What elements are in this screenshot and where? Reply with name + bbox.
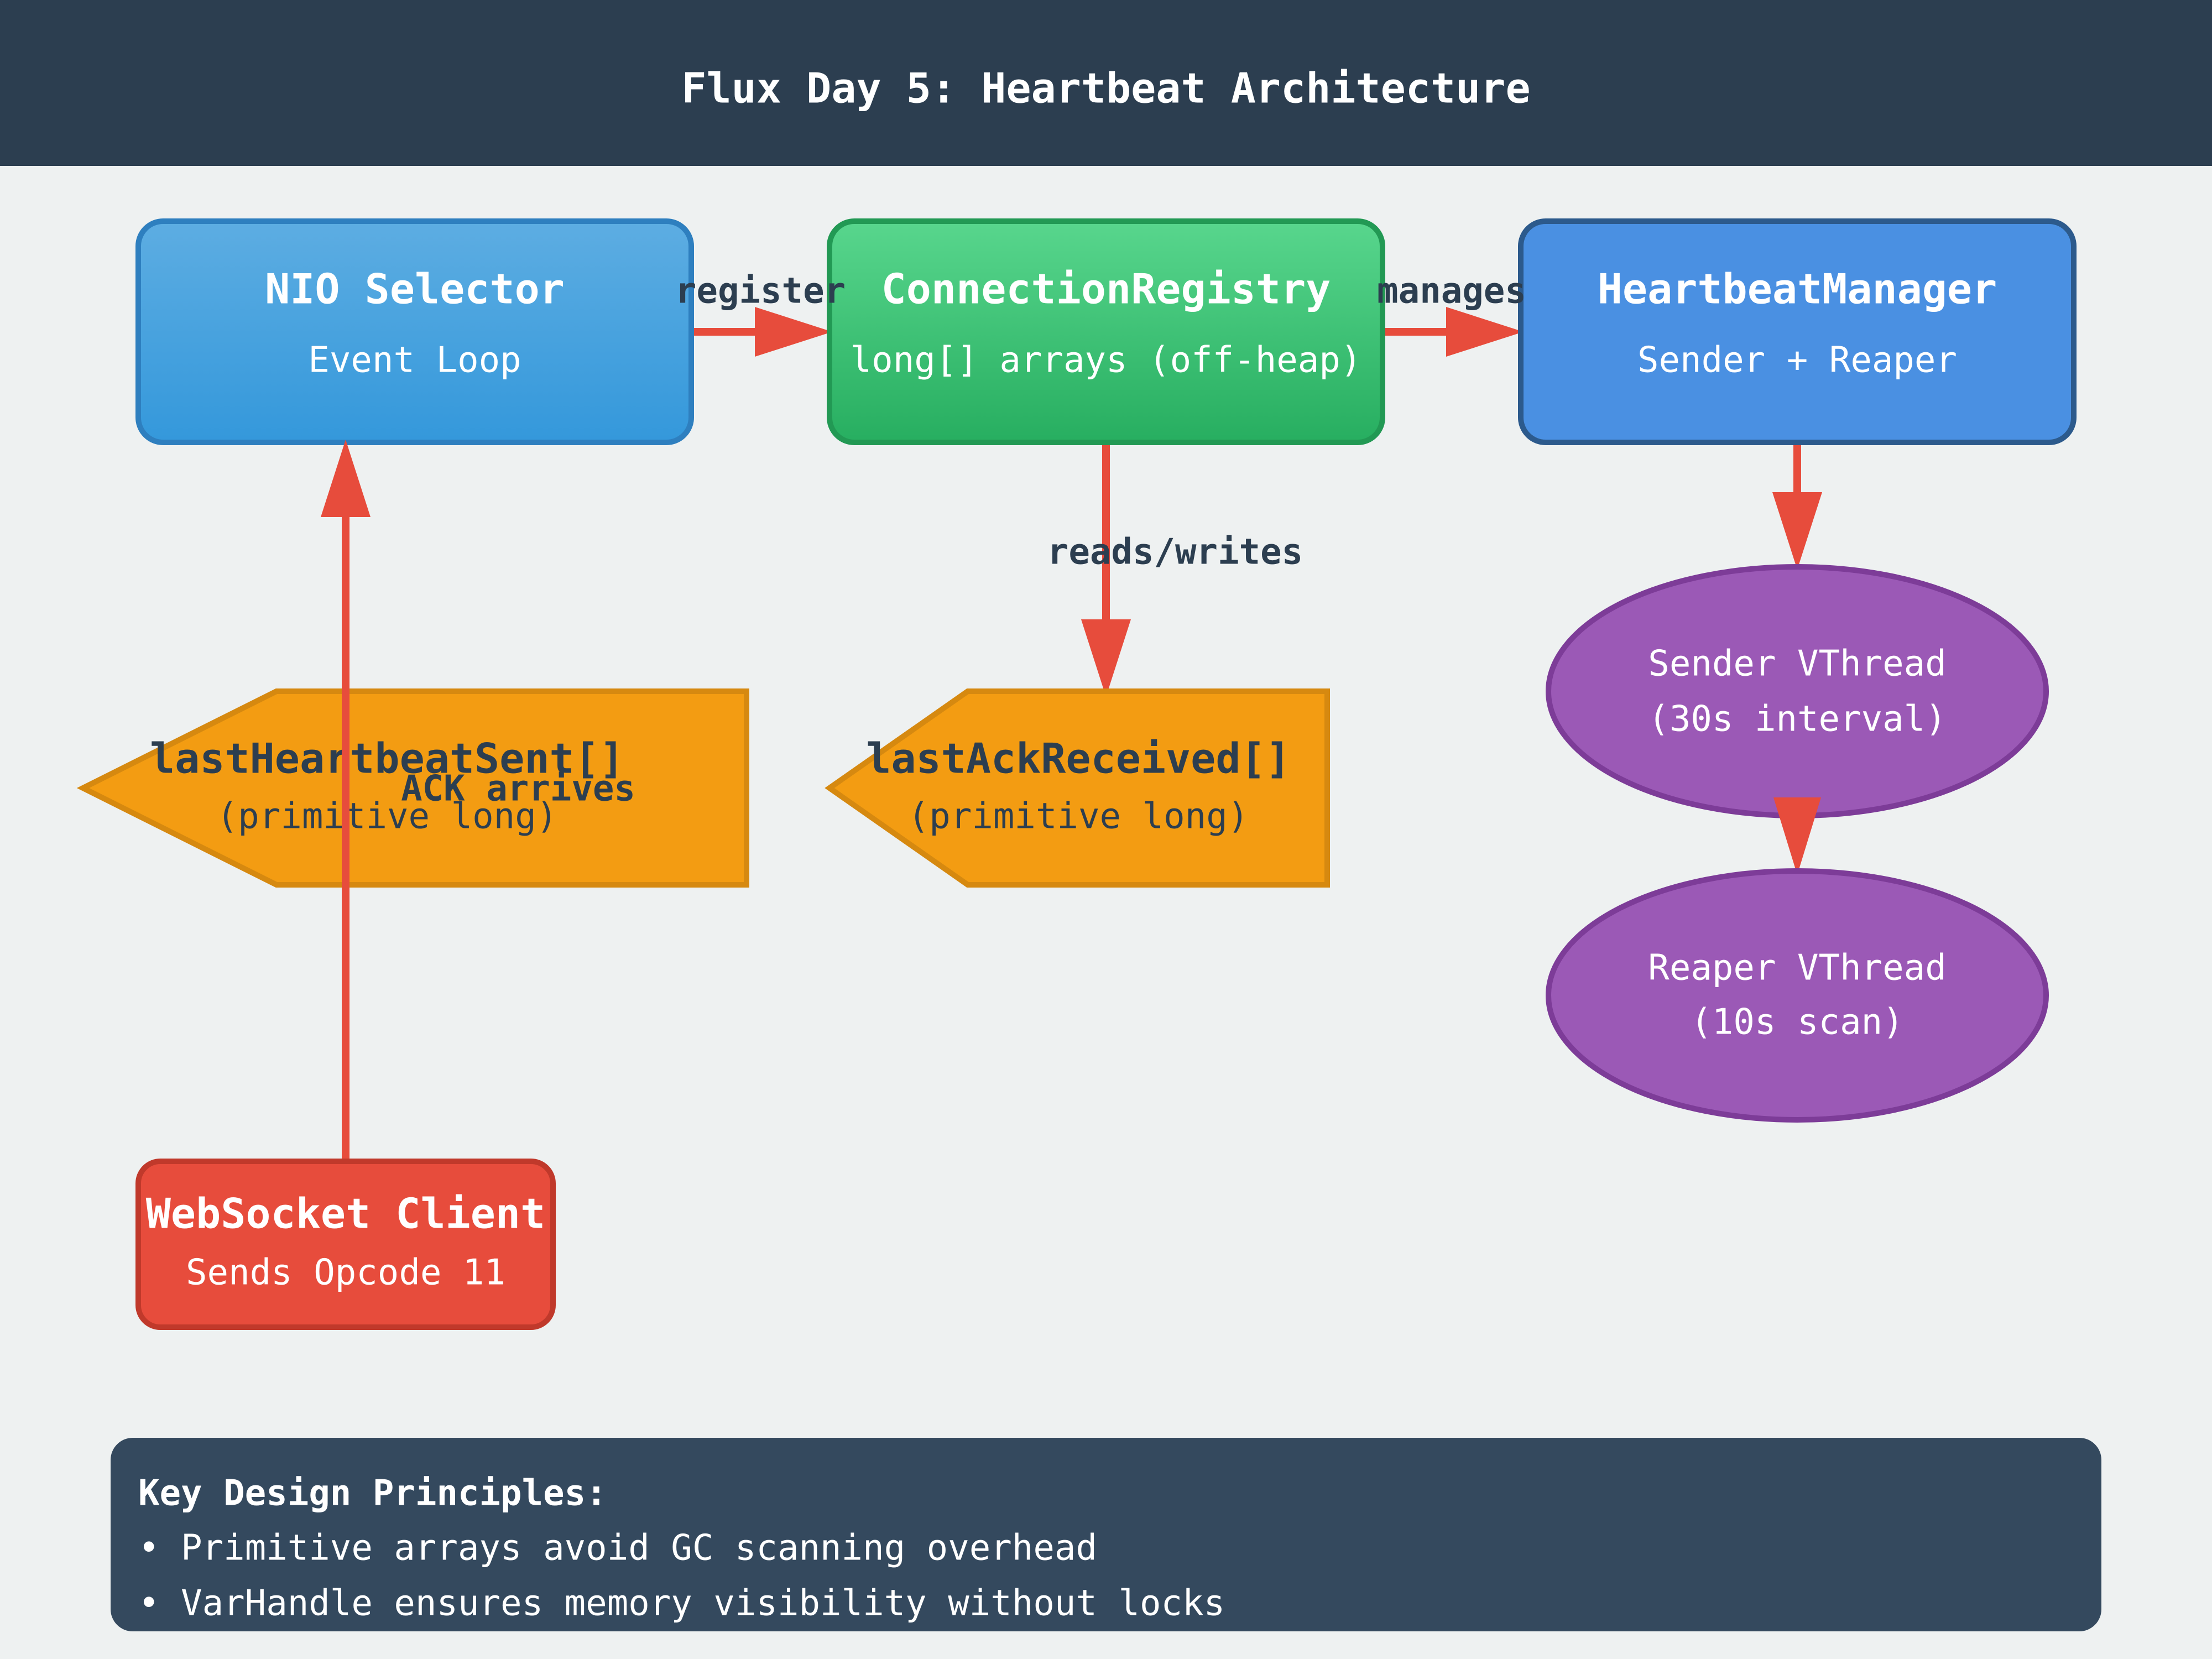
principles-panel: Key Design Principles: • Primitive array… <box>111 1438 2101 1631</box>
principle-item: • VarHandle ensures memory visibility wi… <box>138 1583 1225 1624</box>
edge-ack-arrives <box>321 440 371 1161</box>
edge-register <box>691 307 832 357</box>
edge-manages <box>1383 307 1524 357</box>
last-ack-received-title: lastAckReceived[] <box>866 734 1291 783</box>
nio-selector-title: NIO Selector <box>265 265 565 314</box>
nio-selector-subtitle: Event Loop <box>308 340 521 381</box>
node-sender-vthread: Sender VThread (30s interval) <box>1546 564 2049 818</box>
principle-item: • Primitive arrays avoid GC scanning ove… <box>138 1528 1097 1569</box>
reaper-vthread-name: Reaper VThread <box>1648 948 1946 989</box>
node-heartbeat-manager: HeartbeatManager Sender + Reaper <box>1518 218 2077 445</box>
sender-vthread-interval: (30s interval) <box>1648 699 1946 740</box>
edge-label-reads-writes: reads/writes <box>1047 532 1303 573</box>
edge-reads-writes <box>1081 442 1131 697</box>
reaper-vthread-interval: (10s scan) <box>1691 1002 1903 1043</box>
last-ack-received-subtitle: (primitive long) <box>908 796 1249 837</box>
connection-registry-subtitle: long[] arrays (off-heap) <box>851 340 1362 381</box>
websocket-client-subtitle: Sends Opcode 11 <box>186 1253 505 1293</box>
node-connection-registry: ConnectionRegistry long[] arrays (off-he… <box>827 218 1385 445</box>
sender-vthread-name: Sender VThread <box>1648 644 1946 685</box>
edge-heartbeat-to-sender <box>1772 442 1822 570</box>
node-reaper-vthread: Reaper VThread (10s scan) <box>1546 868 2049 1123</box>
edge-label-register: register <box>675 271 846 312</box>
connection-registry-title: ConnectionRegistry <box>881 265 1331 314</box>
edge-sender-to-reaper <box>1773 797 1821 875</box>
principles-title: Key Design Principles: <box>138 1473 607 1514</box>
websocket-client-title: WebSocket Client <box>146 1190 545 1238</box>
header-bar: Flux Day 5: Heartbeat Architecture <box>0 0 2212 166</box>
heartbeat-manager-subtitle: Sender + Reaper <box>1637 340 1957 381</box>
node-last-heartbeat-sent: lastHeartbeatSent[] (primitive long) <box>76 688 749 888</box>
edge-label-ack-arrives: ACK arrives <box>401 769 635 810</box>
diagram-title: Flux Day 5: Heartbeat Architecture <box>681 64 1530 113</box>
last-heartbeat-sent-subtitle: (primitive long) <box>217 796 558 837</box>
node-nio-selector: NIO Selector Event Loop <box>135 218 694 445</box>
heartbeat-manager-title: HeartbeatManager <box>1598 265 1997 314</box>
edge-label-manages: manages <box>1377 271 1526 312</box>
node-websocket-client: WebSocket Client Sends Opcode 11 <box>135 1159 556 1330</box>
node-last-ack-received: lastAckReceived[] (primitive long) <box>825 688 1330 888</box>
last-heartbeat-sent-title: lastHeartbeatSent[] <box>150 734 624 783</box>
